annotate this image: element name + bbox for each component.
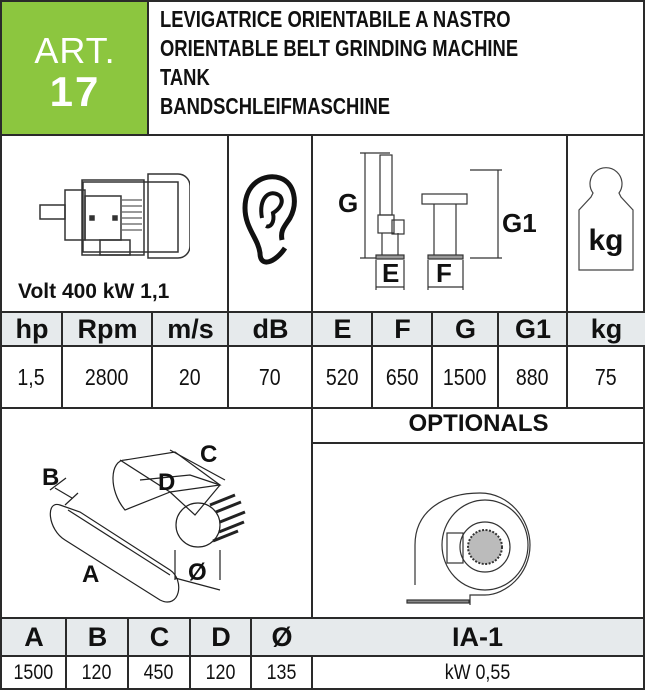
belt-header-cell: B	[67, 619, 128, 655]
electric-motor-icon	[39, 173, 190, 259]
specs-value-cell: 1500	[443, 363, 487, 390]
title-de: BANDSCHLEIFMASCHINE	[160, 93, 390, 119]
divider	[371, 311, 373, 407]
specs-header-cell: Rpm	[63, 313, 152, 345]
motor-caption: Volt 400 kW 1,1	[18, 280, 170, 303]
blower-fan-icon[interactable]	[405, 490, 535, 605]
divider	[312, 442, 645, 444]
title-fr: TANK	[160, 64, 210, 90]
divider	[250, 617, 252, 688]
specs-value-cell: 70	[259, 363, 281, 390]
specs-value-cell: 650	[385, 363, 419, 390]
belt-label-d: D	[158, 469, 175, 496]
divider	[566, 311, 568, 407]
specs-header-cell: dB	[229, 313, 312, 345]
dim-label-g1: G1	[502, 208, 537, 238]
divider	[227, 135, 229, 312]
belt-header-cell: D	[191, 619, 251, 655]
divider	[497, 311, 499, 407]
specs-header-cell: G1	[499, 313, 567, 345]
specs-value-cell: 880	[516, 363, 549, 390]
specs-header-cell: m/s	[153, 313, 228, 345]
belt-header-cell: A	[2, 619, 66, 655]
divider	[311, 311, 313, 407]
divider	[0, 407, 645, 409]
belt-diagram: B C D A Ø	[42, 441, 246, 603]
article-label: ART.	[34, 30, 116, 71]
divider	[127, 617, 129, 688]
divider	[227, 311, 229, 407]
optional-value: kW 0,55	[444, 660, 511, 684]
belt-label-b: B	[42, 464, 59, 491]
divider	[566, 135, 568, 312]
article-badge: ART. 17	[2, 2, 148, 135]
dimensions-diagram: G G1 E F	[338, 152, 537, 290]
dim-label-f: F	[436, 258, 452, 288]
specs-value-cell: 75	[595, 363, 617, 390]
belt-value-cell: 450	[144, 660, 174, 684]
belt-label-dia: Ø	[188, 559, 207, 586]
divider	[431, 311, 433, 407]
optional-code: IA-1	[312, 619, 643, 655]
belt-label-a: A	[82, 561, 99, 588]
optionals-title: OPTIONALS	[408, 410, 549, 437]
divider	[0, 134, 645, 136]
belt-header-cell: C	[129, 619, 190, 655]
specs-header-cell: kg	[568, 313, 645, 345]
ear-icon	[242, 174, 297, 265]
divider	[311, 408, 313, 690]
divider	[311, 135, 313, 312]
weight-icon: kg	[578, 167, 634, 271]
belt-header-cell: Ø	[252, 619, 312, 655]
divider	[61, 311, 63, 407]
divider	[312, 655, 645, 657]
specs-value-cell: 2800	[85, 363, 129, 390]
weight-label: kg	[588, 224, 623, 257]
belt-value-cell: 120	[205, 660, 236, 684]
belt-value-cell: 135	[266, 660, 297, 684]
divider	[151, 311, 153, 407]
belt-value-cell: 120	[82, 660, 112, 684]
divider	[0, 655, 312, 657]
specs-header-cell: hp	[2, 313, 62, 345]
divider	[189, 617, 191, 688]
specs-header-cell: E	[313, 313, 372, 345]
divider	[0, 617, 645, 619]
specs-value-cell: 1,5	[17, 363, 45, 390]
title-it: LEVIGATRICE ORIENTABILE A NASTRO	[160, 6, 511, 32]
article-number: 17	[49, 68, 101, 115]
dim-label-e: E	[382, 258, 399, 288]
specs-header-cell: G	[433, 313, 498, 345]
specs-header-cell: F	[373, 313, 432, 345]
divider	[65, 617, 67, 688]
divider	[147, 0, 149, 135]
dim-label-g: G	[338, 188, 358, 218]
specs-value-cell: 20	[179, 363, 201, 390]
belt-value-cell: 1500	[13, 660, 53, 684]
specs-value-cell: 520	[325, 363, 359, 390]
divider	[0, 345, 645, 347]
title-en: ORIENTABLE BELT GRINDING MACHINE	[160, 35, 519, 61]
belt-label-c: C	[200, 441, 217, 468]
divider	[0, 311, 645, 313]
